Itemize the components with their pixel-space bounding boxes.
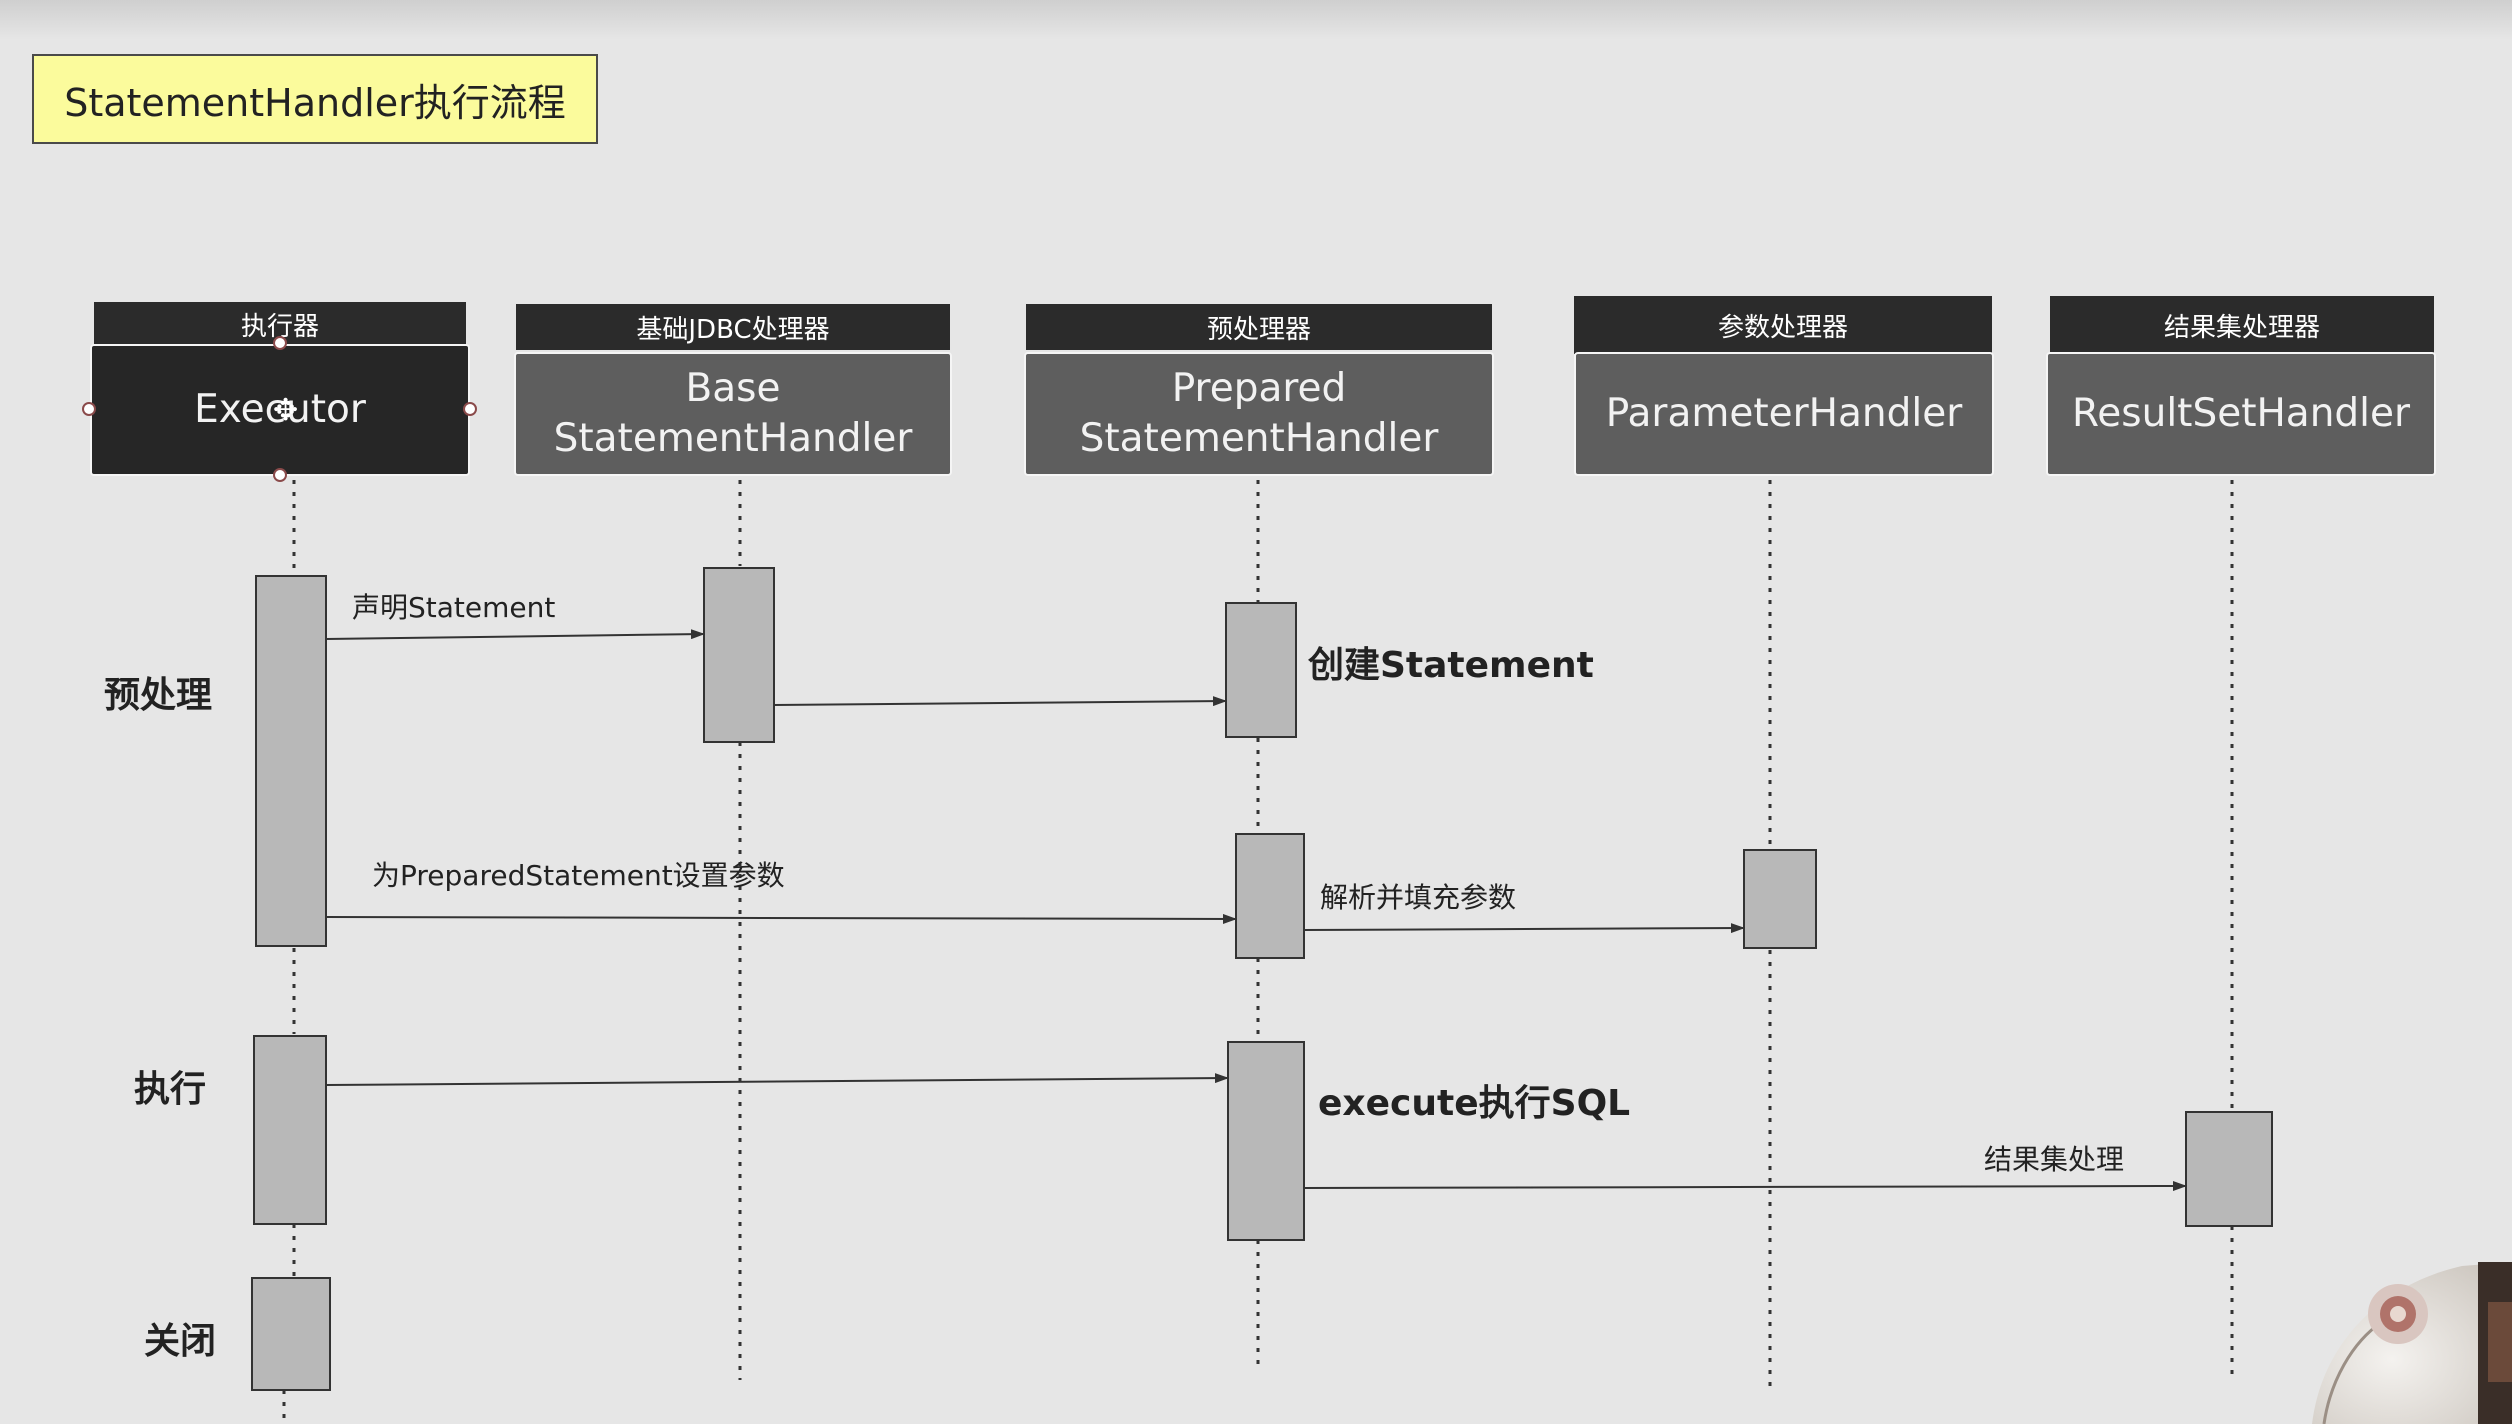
arrow-result-handling	[1303, 1181, 2187, 1192]
arrow-set-params	[325, 913, 1237, 924]
lane-header-parameter-handler: 参数处理器	[1574, 296, 1992, 354]
resize-handle-top[interactable]	[273, 336, 287, 350]
activation-executor-execute	[253, 1035, 327, 1225]
resize-handle-right[interactable]	[463, 402, 477, 416]
lane-box-base-handler[interactable]: Base StatementHandler	[514, 352, 952, 476]
lane-header-base-handler: 基础JDBC处理器	[516, 304, 950, 350]
activation-prepared-set-params	[1235, 833, 1305, 959]
activation-resultset-handler	[2185, 1111, 2273, 1227]
section-label-execute: 执行	[134, 1069, 207, 1110]
lane-name-prepared-handler: Prepared StatementHandler	[1079, 366, 1439, 461]
top-shade	[0, 0, 2512, 40]
lane-name-executor: Executor	[194, 387, 366, 432]
message-label-parse-params: 解析并填充参数	[1320, 881, 1517, 914]
message-label-result-handling: 结果集处理	[1984, 1143, 2125, 1176]
activation-base-handler	[703, 567, 775, 743]
lane-name-parameter-handler: ParameterHandler	[1605, 391, 1963, 436]
resize-handle-left[interactable]	[82, 402, 96, 416]
message-label-declare-statement: 声明Statement	[352, 591, 556, 624]
resize-handle-bottom[interactable]	[273, 468, 287, 482]
activation-prepared-create	[1225, 602, 1297, 738]
lane-box-resultset-handler[interactable]: ResultSetHandler	[2046, 352, 2436, 476]
activation-parameter-handler	[1743, 849, 1817, 949]
arrow-declare-statement	[325, 629, 705, 640]
lane-name-base-handler: Base StatementHandler	[553, 366, 913, 461]
message-label-set-params: 为PreparedStatement设置参数	[372, 859, 785, 892]
message-label-create-statement: 创建Statement	[1308, 645, 1594, 686]
section-label-close: 关闭	[144, 1321, 217, 1362]
lane-box-executor[interactable]: Executor	[90, 344, 470, 476]
section-label-prepare: 预处理	[104, 675, 213, 716]
lane-box-parameter-handler[interactable]: ParameterHandler	[1574, 352, 1994, 476]
flower-ornament-icon	[2368, 1284, 2428, 1344]
activation-executor-close	[251, 1277, 331, 1391]
message-label-execute-sql: execute执行SQL	[1318, 1083, 1631, 1124]
lane-header-resultset-handler: 结果集处理器	[2050, 296, 2434, 354]
arrow-parse-params	[1303, 923, 1745, 934]
diagram-title: StatementHandler执行流程	[32, 54, 598, 144]
lane-name-resultset-handler: ResultSetHandler	[2071, 391, 2411, 436]
lane-box-prepared-handler[interactable]: Prepared StatementHandler	[1024, 352, 1494, 476]
arrow-execute-sql	[325, 1073, 1229, 1086]
activation-prepared-execute	[1227, 1041, 1305, 1241]
webcam-image	[2312, 1262, 2512, 1424]
activation-executor-prepare	[255, 575, 327, 947]
lane-header-prepared-handler: 预处理器	[1026, 304, 1492, 350]
webcam-overlay	[2312, 1262, 2512, 1424]
arrow-create-statement	[773, 696, 1227, 707]
move-cursor-icon: ✥	[273, 393, 299, 428]
